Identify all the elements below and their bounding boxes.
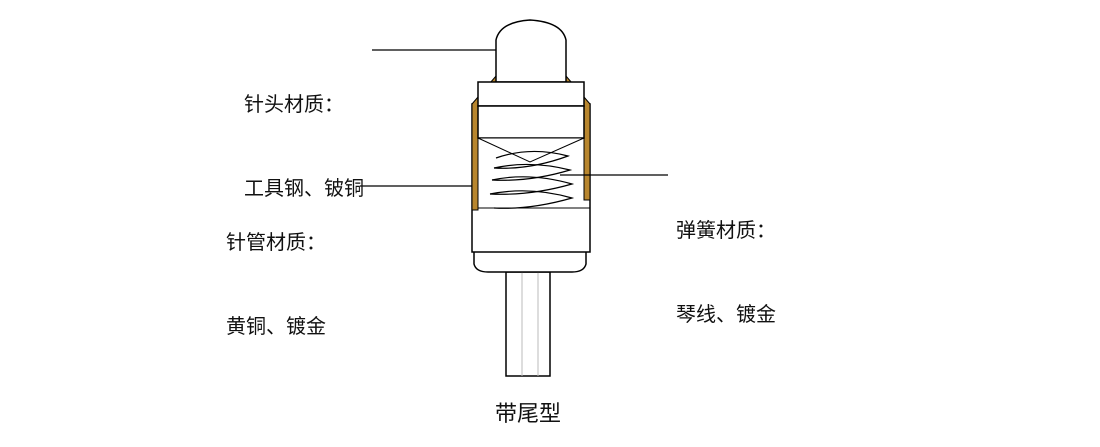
plunger-body <box>477 105 585 139</box>
spring-material-value: 琴线、镀金 <box>676 302 776 326</box>
barrel-collar <box>473 249 587 273</box>
barrel-material-label: 针管材质： 黄铜、镀金 <box>226 172 326 396</box>
tip-material-value: 工具钢、铍铜 <box>244 176 364 200</box>
spring-material-title: 弹簧材质： <box>676 218 776 242</box>
spring-cavity <box>477 137 585 163</box>
tip-material-title: 针头材质： <box>244 92 344 116</box>
diagram-caption: 带尾型 <box>495 402 562 427</box>
tip-material-label: 针头材质： 工具钢、铍铜 <box>244 34 364 258</box>
tail-rod <box>505 271 551 377</box>
plunger-neck <box>477 81 585 107</box>
spring-coils <box>489 150 575 209</box>
plunger-tip <box>495 19 567 83</box>
barrel-material-title: 针管材质： <box>226 230 326 254</box>
barrel-material-value: 黄铜、镀金 <box>226 314 326 338</box>
spring-material-label: 弹簧材质： 琴线、镀金 <box>676 160 776 384</box>
